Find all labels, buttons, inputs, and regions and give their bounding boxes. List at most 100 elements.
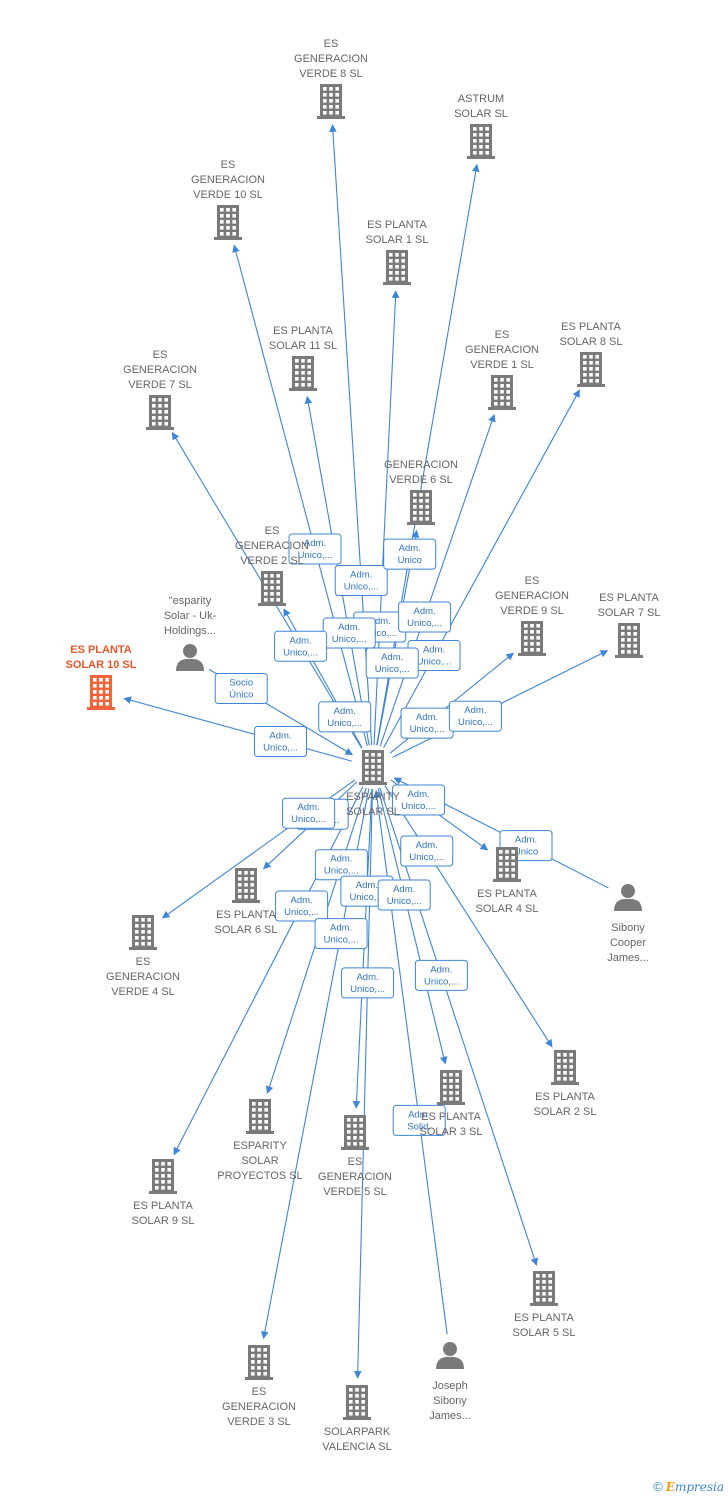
edge-label-box bbox=[392, 1104, 446, 1136]
node-solarpark[interactable]: SOLARPARK VALENCIA SL bbox=[322, 1385, 392, 1453]
node-label: GENERACION bbox=[235, 540, 309, 552]
edge-label-text: Unico,... bbox=[410, 724, 445, 735]
node-label: SOLAR 11 SL bbox=[269, 340, 337, 352]
edge-esparity-solar3 bbox=[377, 788, 448, 1065]
node-label: ES bbox=[265, 525, 280, 537]
node-label: SOLAR 3 SL bbox=[420, 1126, 483, 1138]
node-label: ES PLANTA bbox=[535, 1091, 595, 1103]
edge-label-text: Unico,... bbox=[458, 717, 493, 728]
edge-label-box bbox=[377, 879, 431, 911]
building-icon bbox=[258, 571, 286, 606]
edge-label-text: Adm. bbox=[334, 706, 356, 717]
node-label: ES bbox=[221, 159, 236, 171]
edge-esparity-verde10 bbox=[232, 244, 368, 746]
edge-label-text: Unico,... bbox=[324, 935, 359, 946]
node-label: SOLAR 8 SL bbox=[560, 336, 623, 348]
node-label: SOLARPARK bbox=[324, 1426, 391, 1438]
edge-label: Adm.Unico,... bbox=[314, 918, 368, 950]
node-label: VERDE 7 SL bbox=[128, 379, 192, 391]
node-label: GENERACION bbox=[318, 1171, 392, 1183]
node-label: GENERACION bbox=[123, 364, 197, 376]
edge-label-text: Adm. bbox=[393, 884, 415, 895]
edge-label-box bbox=[214, 673, 268, 705]
node-label: ASTRUM bbox=[458, 93, 504, 105]
node-label: SOLAR 2 SL bbox=[534, 1106, 597, 1118]
edge-label-text: Unico,... bbox=[263, 743, 298, 754]
edge-label: Adm.Unico,... bbox=[334, 565, 388, 597]
node-solar3[interactable]: ES PLANTA SOLAR 3 SL bbox=[420, 1070, 483, 1138]
node-label: ES PLANTA bbox=[70, 644, 132, 656]
edge-label-text: Adm. bbox=[338, 622, 360, 633]
edge-label: Adm.Unico,... bbox=[341, 967, 395, 999]
node-label: ES bbox=[252, 1386, 267, 1398]
person-icon bbox=[614, 884, 642, 911]
building-icon bbox=[146, 395, 174, 430]
node-label: VERDE 10 SL bbox=[193, 189, 263, 201]
node-label: ES bbox=[348, 1156, 363, 1168]
edge-label-text: Unico,... bbox=[362, 628, 397, 639]
node-label: Holdings... bbox=[164, 625, 216, 637]
edge-label-text: Unico,... bbox=[349, 892, 384, 903]
edge-label-text: Adm. bbox=[464, 705, 486, 716]
node-label: VALENCIA SL bbox=[322, 1441, 392, 1453]
edge-label-text: Adm. bbox=[416, 840, 438, 851]
edge-label: Adm.Unico,... bbox=[398, 601, 452, 633]
node-label: ES PLANTA bbox=[477, 888, 537, 900]
node-label: SOLAR bbox=[241, 1155, 278, 1167]
node-label: Cooper bbox=[610, 937, 646, 949]
node-label: ES PLANTA bbox=[367, 219, 427, 231]
node-label: SOLAR 7 SL bbox=[598, 607, 661, 619]
edge-label-text: Adm. bbox=[330, 923, 352, 934]
edge-label: Adm.Unico,... bbox=[377, 879, 431, 911]
node-label: ES PLANTA bbox=[216, 909, 276, 921]
edge-label-text: Adm. bbox=[408, 1109, 430, 1120]
node-sibony[interactable]: SibonyCooperJames... bbox=[607, 884, 649, 964]
edge-label-text: Unico,... bbox=[327, 718, 362, 729]
node-label: GENERACION bbox=[106, 971, 180, 983]
edge-label-text: Unico,... bbox=[324, 866, 359, 877]
edge-label: Adm.Unico,... bbox=[365, 647, 419, 679]
node-joseph[interactable]: JosephSibonyJames... bbox=[429, 1342, 471, 1422]
edge-label-text: Unico,... bbox=[291, 814, 326, 825]
edge-esparity-solar5 bbox=[379, 787, 539, 1266]
edge-label-box bbox=[254, 726, 308, 757]
node-label: Sibony bbox=[611, 922, 645, 934]
edge-label-text: Adm. bbox=[515, 835, 537, 846]
building-icon bbox=[129, 915, 157, 950]
node-solar2[interactable]: ES PLANTA SOLAR 2 SL bbox=[534, 1050, 597, 1118]
edge-label: Adm.Unico,... bbox=[254, 726, 308, 757]
edge-label-text: Unico,... bbox=[417, 657, 452, 668]
node-label: VERDE 6 SL bbox=[389, 474, 453, 486]
person-icon bbox=[436, 1342, 464, 1369]
edge-label-box bbox=[365, 647, 419, 679]
node-label: ES PLANTA bbox=[421, 1111, 481, 1123]
edge-label-box bbox=[400, 835, 454, 867]
edge-label-box bbox=[274, 630, 328, 662]
edge-label-box bbox=[383, 538, 437, 570]
edge-label: Adm.Unico,... bbox=[448, 700, 502, 732]
